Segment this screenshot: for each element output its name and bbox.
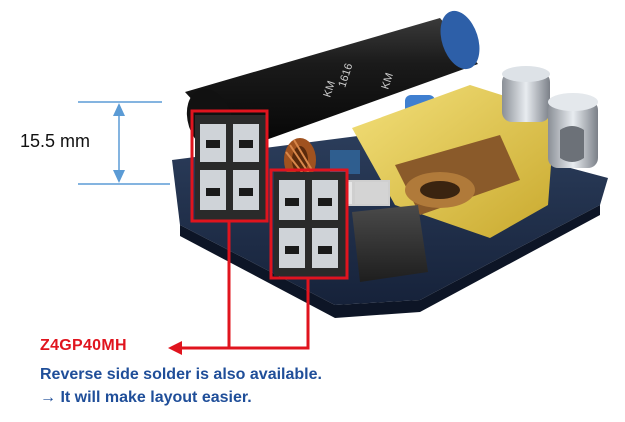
capacitor-marking: KM [379, 72, 396, 91]
callout-arrowhead [168, 341, 182, 355]
solder-note: Reverse side solder is also available. [40, 366, 322, 383]
silver-capacitors [502, 66, 598, 168]
transformer [352, 85, 555, 238]
dimension-arrow-down [113, 170, 125, 183]
layout-note: → It will make layout easier. [40, 389, 252, 406]
part-number-label: Z4GP40MH [40, 337, 127, 354]
capacitor-marking: KM [321, 80, 338, 99]
dimension-marker [78, 101, 170, 185]
relay-component [352, 205, 428, 282]
height-dimension-label: 15.5 mm [20, 131, 91, 151]
terminal-block-right [274, 172, 346, 276]
callout-connector [180, 221, 310, 350]
terminal-block-left [195, 115, 267, 221]
dimension-arrow-up [113, 103, 125, 116]
